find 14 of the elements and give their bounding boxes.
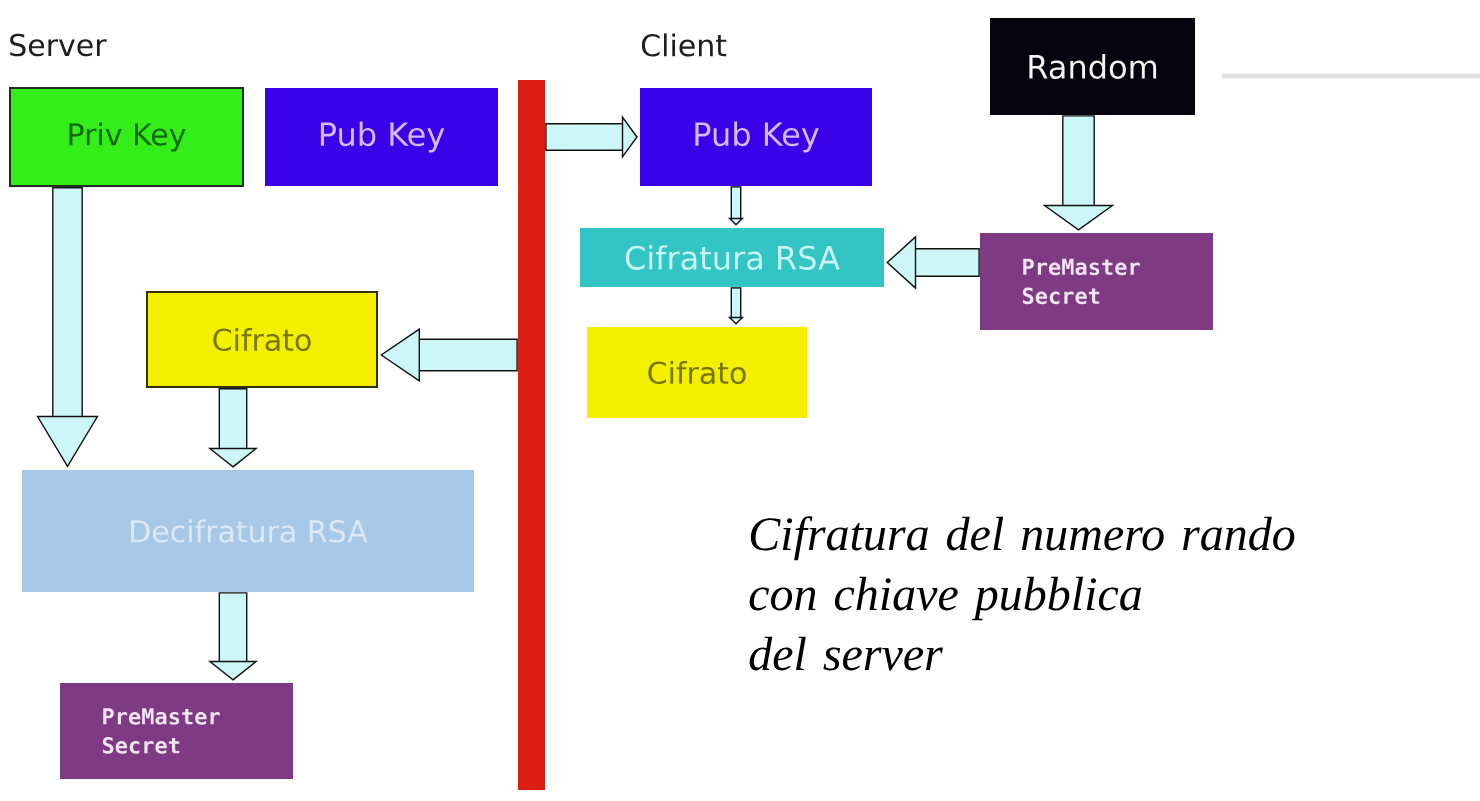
process-box: Cifrato [587,327,807,418]
process-box: Pub Key [640,88,872,186]
process-box: Random [990,18,1195,115]
process-box: Pub Key [265,88,498,186]
process-box: Cifratura RSA [580,228,884,287]
divider-bar [518,80,545,790]
process-box: PreMaster Secret [60,683,293,779]
side-label: Server [10,33,107,57]
process-box: Priv Key [9,87,244,187]
process-box: PreMaster Secret [980,233,1213,330]
block-arrow [36,187,99,468]
side-label: Client [641,33,727,57]
caption-text: Cifratura del numero rando con chiave pubblica del server [749,516,1295,671]
process-box: Cifrato [146,291,378,388]
